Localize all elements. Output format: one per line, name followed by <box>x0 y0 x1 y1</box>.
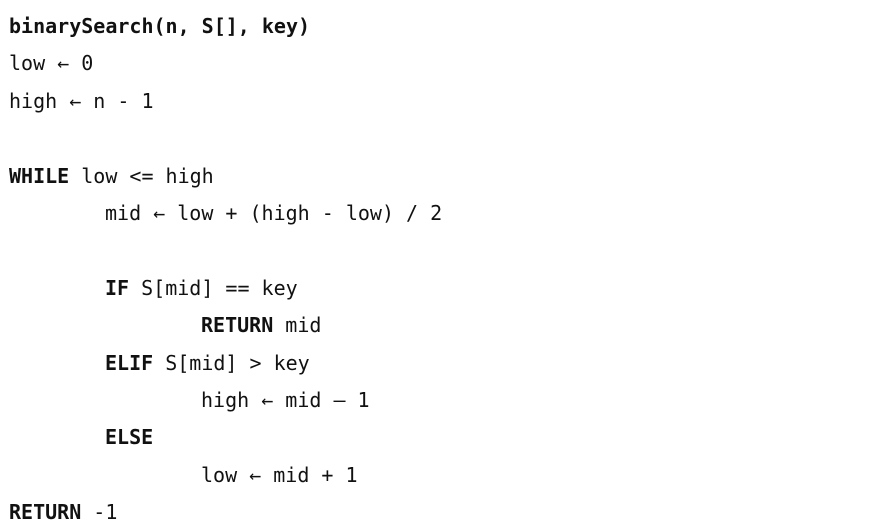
if-condition: S[mid] == key <box>129 275 298 300</box>
low-update-line: low ← mid + 1 <box>201 462 358 487</box>
return-keyword: RETURN <box>201 313 274 338</box>
function-signature: binarySearch(n, S[], key) <box>9 14 311 38</box>
if-keyword: IF <box>105 275 130 300</box>
return-value: -1 <box>81 500 118 525</box>
high-update-line: high ← mid – 1 <box>201 387 370 412</box>
elif-line: ELIF S[mid] > key <box>9 345 442 382</box>
return-final-line: RETURN -1 <box>9 494 442 531</box>
return-keyword: RETURN <box>9 500 82 525</box>
elif-condition: S[mid] > key <box>153 350 310 375</box>
while-line: WHILE low <= high <box>9 158 442 195</box>
blank-line <box>9 232 442 269</box>
elif-keyword: ELIF <box>105 350 154 375</box>
if-line: IF S[mid] == key <box>9 270 442 307</box>
return-value: mid <box>273 313 322 338</box>
while-condition: low <= high <box>69 163 214 188</box>
mid-assign-line: mid ← low + (high - low) / 2 <box>105 200 443 225</box>
pseudocode-block: binarySearch(n, S[], key) low ← 0 high ←… <box>9 8 442 531</box>
high-init-line: high ← n - 1 <box>9 88 154 113</box>
return-mid-line: RETURN mid <box>9 307 442 344</box>
low-init-line: low ← 0 <box>9 51 94 76</box>
blank-line <box>9 120 442 157</box>
else-keyword: ELSE <box>105 425 154 450</box>
else-line: ELSE <box>9 419 442 456</box>
while-keyword: WHILE <box>9 163 70 188</box>
